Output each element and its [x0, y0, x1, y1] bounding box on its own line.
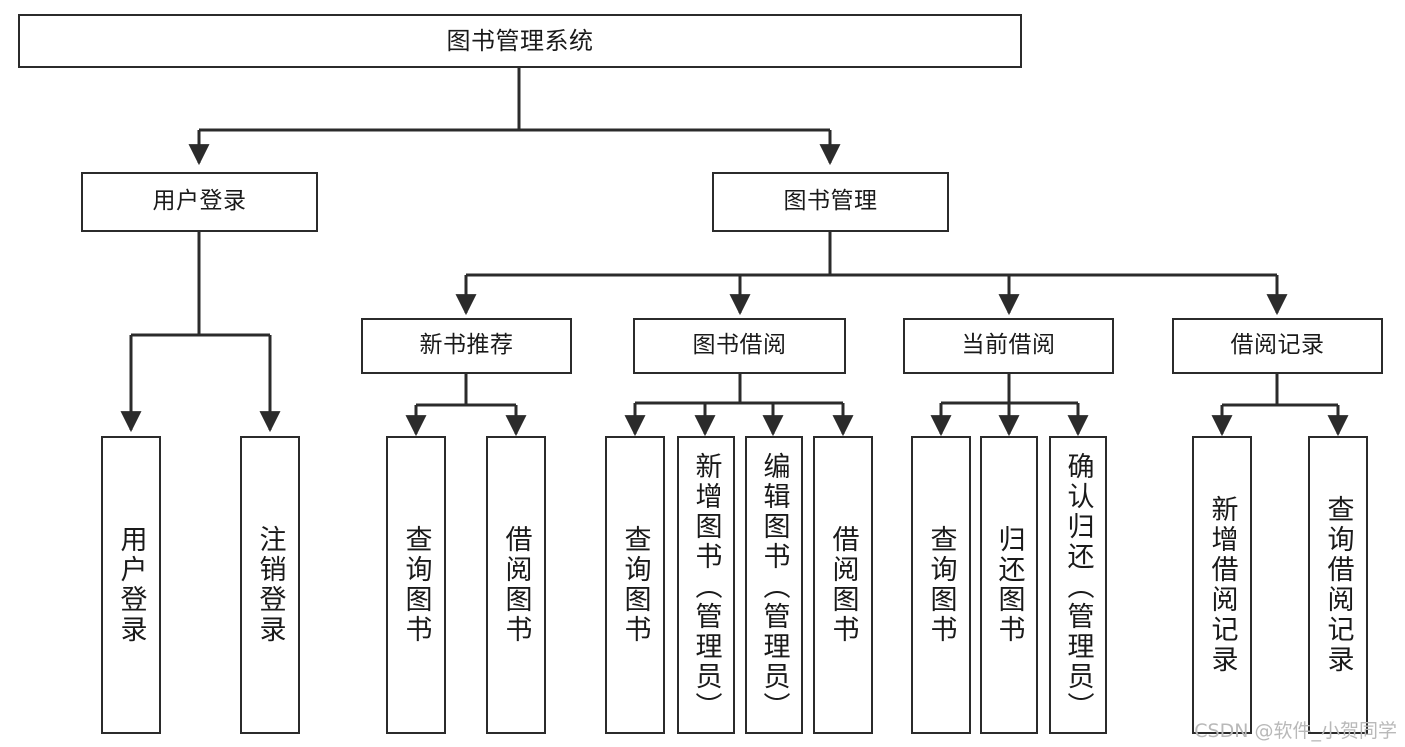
- node-label: 新书推荐: [419, 332, 514, 359]
- leaf-return-book[interactable]: 归还图书: [980, 436, 1038, 734]
- watermark-csdn: CSDN @软件_小贺同学: [1194, 720, 1397, 742]
- leaf-borrow-book-recommend[interactable]: 借阅图书: [486, 436, 546, 734]
- node-label: 新增图书（管理员）: [690, 452, 722, 722]
- node-book-management[interactable]: 图书管理: [712, 172, 949, 232]
- node-label: 图书管理系统: [446, 26, 594, 55]
- node-label: 当前借阅: [961, 332, 1056, 359]
- leaf-query-book-recommend[interactable]: 查询图书: [386, 436, 446, 734]
- node-label: 新增借阅记录: [1206, 495, 1238, 675]
- node-root-book-management-system[interactable]: 图书管理系统: [18, 14, 1022, 68]
- node-label: 借阅记录: [1230, 332, 1325, 359]
- leaf-query-borrow-record[interactable]: 查询借阅记录: [1308, 436, 1368, 734]
- node-label: 查询图书: [925, 525, 957, 645]
- node-label: 确认归还（管理员）: [1062, 452, 1094, 722]
- leaf-confirm-return[interactable]: 确认归还（管理员）: [1049, 436, 1107, 734]
- leaf-add-book[interactable]: 新增图书（管理员）: [677, 436, 735, 734]
- node-label: 图书借阅: [692, 332, 787, 359]
- node-current-borrow[interactable]: 当前借阅: [903, 318, 1114, 374]
- node-borrow-record[interactable]: 借阅记录: [1172, 318, 1383, 374]
- node-user-login[interactable]: 用户登录: [81, 172, 318, 232]
- node-book-borrow[interactable]: 图书借阅: [633, 318, 846, 374]
- leaf-add-borrow-record[interactable]: 新增借阅记录: [1192, 436, 1252, 734]
- leaf-edit-book[interactable]: 编辑图书（管理员）: [745, 436, 803, 734]
- leaf-borrow-book[interactable]: 借阅图书: [813, 436, 873, 734]
- leaf-logout-login[interactable]: 注销登录: [240, 436, 300, 734]
- node-label: 归还图书: [993, 525, 1025, 645]
- node-label: 用户登录: [152, 188, 247, 215]
- node-label: 编辑图书（管理员）: [758, 452, 790, 722]
- leaf-query-book-current[interactable]: 查询图书: [911, 436, 971, 734]
- node-label: 图书管理: [783, 188, 878, 215]
- leaf-query-book-borrow[interactable]: 查询图书: [605, 436, 665, 734]
- leaf-user-login[interactable]: 用户登录: [101, 436, 161, 734]
- node-label: 查询图书: [400, 525, 432, 645]
- node-label: 查询借阅记录: [1322, 495, 1354, 675]
- node-new-book-recommend[interactable]: 新书推荐: [361, 318, 572, 374]
- node-label: 注销登录: [254, 525, 286, 645]
- node-label: 借阅图书: [500, 525, 532, 645]
- node-label: 用户登录: [115, 525, 147, 645]
- node-label: 借阅图书: [827, 525, 859, 645]
- node-label: 查询图书: [619, 525, 651, 645]
